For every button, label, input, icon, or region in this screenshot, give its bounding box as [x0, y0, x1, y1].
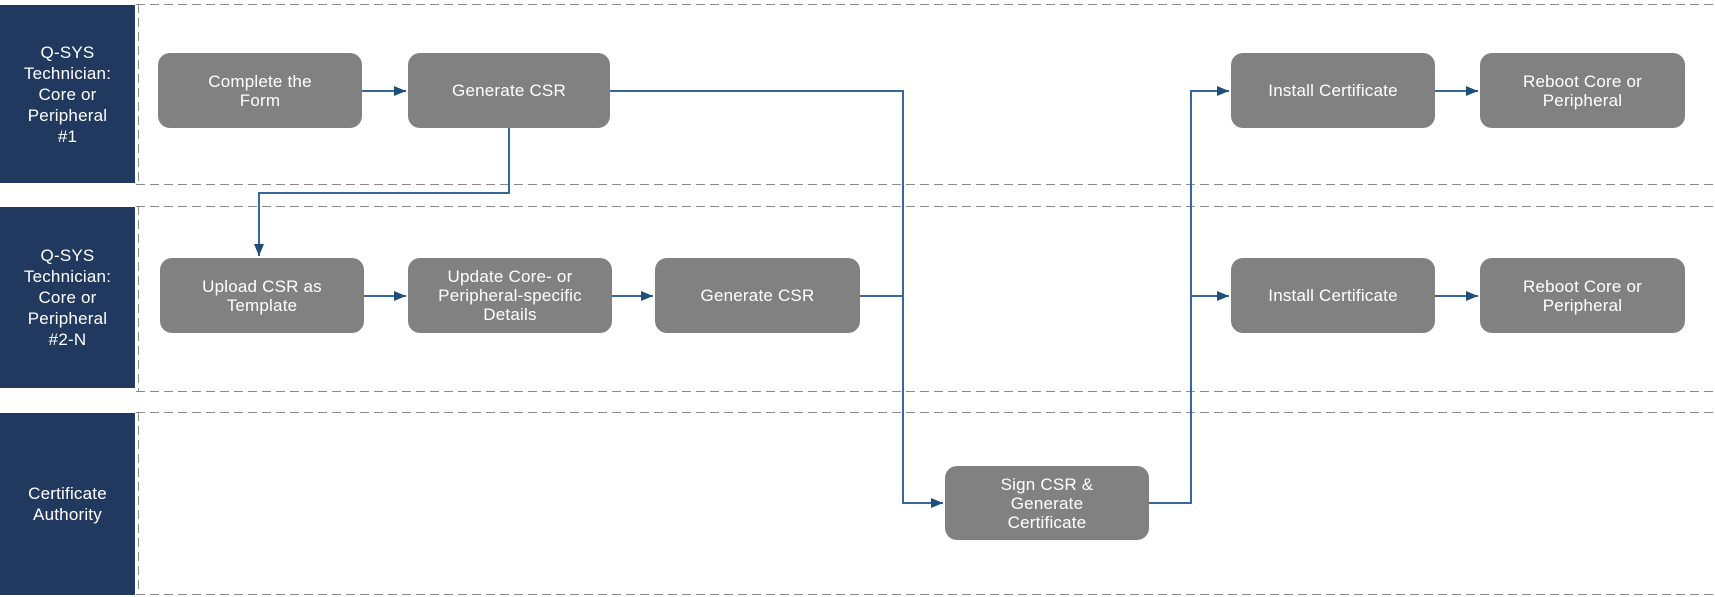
- node-install-certificate-1: Install Certificate: [1231, 53, 1435, 128]
- lane1-top-boundary-line: [136, 4, 1715, 5]
- node-complete-form: Complete the Form: [158, 53, 362, 128]
- lane1-bottom-boundary-line: [136, 184, 1715, 185]
- lane1-left-boundary-line: [138, 4, 139, 185]
- node-update-details: Update Core- or Peripheral-specific Deta…: [408, 258, 612, 333]
- node-sign-csr-generate-certificate: Sign CSR & Generate Certificate: [945, 466, 1149, 540]
- node-reboot-core-1: Reboot Core or Peripheral: [1480, 53, 1685, 128]
- node-generate-csr-2: Generate CSR: [655, 258, 860, 333]
- node-reboot-core-2: Reboot Core or Peripheral: [1480, 258, 1685, 333]
- lane-label-technician-1: Q-SYS Technician: Core or Peripheral #1: [0, 5, 135, 183]
- connector-generate-csr-1-to-upload-csr: [254, 128, 510, 256]
- lane3-bottom-boundary-line: [136, 594, 1715, 595]
- lane2-left-boundary-line: [138, 206, 139, 392]
- lane3-top-boundary-line: [136, 412, 1715, 413]
- lane3-left-boundary-line: [138, 412, 139, 595]
- lane2-top-boundary-line: [136, 206, 1715, 207]
- node-generate-csr-1: Generate CSR: [408, 53, 610, 128]
- node-install-certificate-2: Install Certificate: [1231, 258, 1435, 333]
- lane-label-technician-2n: Q-SYS Technician: Core or Peripheral #2-…: [0, 207, 135, 388]
- lane-label-certificate-authority: Certificate Authority: [0, 413, 135, 595]
- node-upload-csr-template: Upload CSR as Template: [160, 258, 364, 333]
- lane2-bottom-boundary-line: [136, 391, 1715, 392]
